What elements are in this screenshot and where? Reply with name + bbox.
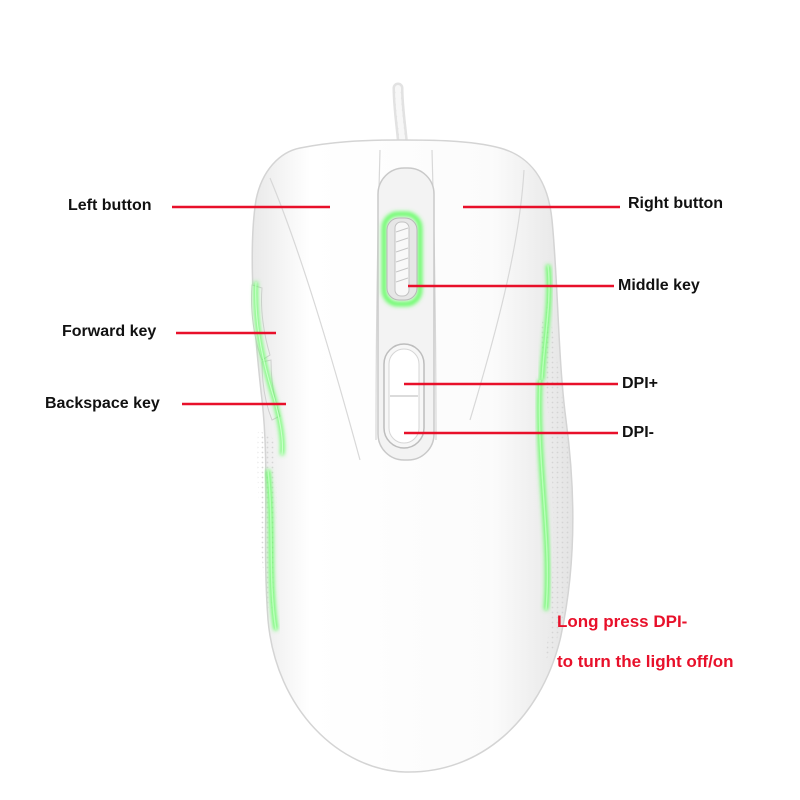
note-line-1: Long press DPI- [557, 612, 688, 631]
label-forward-key: Forward key [62, 323, 157, 340]
right-grip [540, 300, 572, 660]
leader-lines [172, 205, 620, 435]
note-line-2: to turn the light off/on [557, 652, 734, 671]
label-left-button: Left button [68, 197, 152, 214]
label-dpi-plus: DPI+ [622, 375, 659, 392]
side-buttons [251, 281, 285, 456]
label-backspace-key: Backspace key [45, 395, 160, 412]
scroll-wheel [382, 212, 422, 306]
rgb-glow [266, 264, 552, 631]
label-middle-key: Middle key [618, 277, 700, 294]
label-right-button: Right button [628, 195, 724, 212]
dpi-buttons [383, 343, 425, 449]
label-dpi-minus: DPI- [622, 424, 654, 441]
